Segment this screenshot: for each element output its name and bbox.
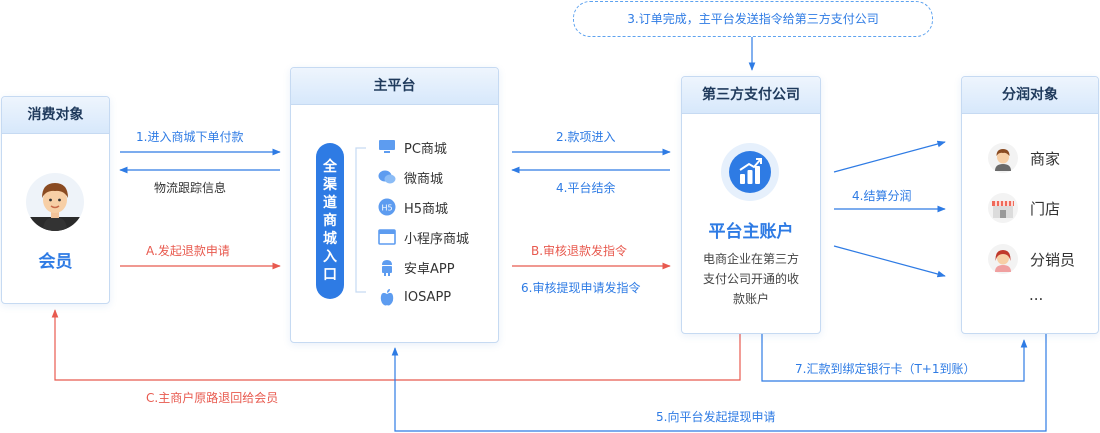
desc-line: 电商企业在第三方 [702, 252, 799, 266]
channel-android: 安卓APP [378, 256, 455, 278]
target-label: 分销员 [1030, 250, 1076, 269]
main-account-title: 平台主账户 [708, 222, 794, 242]
store-icon [988, 193, 1018, 223]
channel-ios: IOSAPP [378, 286, 451, 308]
consumer-box: 消费对象 会员 [1, 96, 110, 304]
order-complete-note: 3.订单完成，主平台发送指令给第三方支付公司 [573, 1, 933, 37]
channel-mini-program: 小程序商城 [378, 226, 469, 248]
label-step5-withdrawal-request: 5.向平台发起提现申请 [656, 410, 776, 424]
payment-company-box: 第三方支付公司 平台主账户 电商企业在第三方 支付公司开通的收 款账户 [681, 76, 821, 334]
member-avatar-icon [26, 173, 84, 231]
channel-label: 安卓APP [404, 261, 455, 277]
payment-company-header: 第三方支付公司 [682, 77, 820, 114]
label-stepA-refund-request: A.发起退款申请 [146, 244, 230, 258]
desc-line: 支付公司开通的收 [702, 272, 799, 286]
profit-sharing-box: 分润对象 [961, 76, 1099, 334]
arrow-refund-return [51, 309, 741, 381]
label-stepB-refund-instruction: B.审核退款发指令 [531, 244, 628, 258]
label-step7-remittance: 7.汇款到绑定银行卡（T+1到账） [795, 362, 976, 376]
mini-program-icon [378, 228, 396, 246]
arrow-split-merchant [833, 140, 946, 173]
channel-label: 微商城 [404, 171, 444, 187]
label-step4-platform-balance: 4.平台结余 [556, 181, 616, 195]
platform-header: 主平台 [291, 68, 498, 105]
h5-icon: H5 [378, 198, 396, 216]
pill-char: 商 [323, 213, 337, 229]
profit-sharing-header: 分润对象 [962, 77, 1098, 114]
pill-char: 口 [323, 267, 337, 283]
channel-bracket [355, 147, 366, 293]
arrow-remittance [761, 334, 1028, 382]
channel-wechat: 微商城 [378, 166, 443, 188]
label-step4-profit-split: 4.结算分润 [852, 189, 912, 203]
arrow-split-distributor [833, 245, 946, 278]
svg-text:H5: H5 [381, 204, 392, 213]
pill-char: 渠 [323, 177, 337, 193]
arrow-withdrawal [391, 334, 1047, 432]
more-targets-ellipsis: ... [1029, 286, 1044, 304]
main-account-desc: 电商企业在第三方 支付公司开通的收 款账户 [682, 249, 820, 309]
channel-h5: H5 H5商城 [378, 196, 448, 218]
consumer-header: 消费对象 [2, 97, 109, 134]
distributor-avatar-icon [988, 244, 1018, 274]
pill-char: 全 [323, 159, 337, 175]
target-store: 门店 [988, 191, 1060, 225]
pill-char: 城 [323, 231, 337, 247]
omnichannel-entry-pill: 全 渠 道 商 城 入 口 [316, 143, 344, 299]
target-label: 门店 [1030, 199, 1061, 218]
channel-label: 小程序商城 [404, 231, 470, 247]
member-label: 会员 [38, 252, 73, 272]
desc-line: 款账户 [732, 292, 769, 306]
channel-pc: PC商城 [378, 136, 447, 158]
channel-label: H5商城 [404, 201, 449, 217]
pill-char: 道 [323, 195, 337, 211]
target-merchant: 商家 [988, 141, 1060, 175]
channel-label: PC商城 [404, 141, 447, 157]
label-step1-order-payment: 1.进入商城下单付款 [136, 130, 244, 144]
label-stepC-refund-return: C.主商户原路退回给会员 [146, 391, 279, 405]
pc-icon [378, 138, 396, 156]
apple-icon [378, 288, 396, 306]
label-step6-withdraw-instruction: 6.审核提现申请发指令 [521, 281, 641, 295]
account-chart-icon [721, 143, 779, 201]
label-logistics-tracking: 物流跟踪信息 [154, 181, 227, 195]
label-step2-funds-in: 2.款项进入 [556, 130, 616, 144]
pill-char: 入 [323, 249, 337, 265]
target-distributor: 分销员 [988, 242, 1075, 276]
merchant-avatar-icon [988, 143, 1018, 173]
channel-label: IOSAPP [404, 289, 452, 305]
wechat-icon [378, 168, 396, 186]
android-icon [378, 258, 396, 276]
target-label: 商家 [1030, 149, 1061, 168]
